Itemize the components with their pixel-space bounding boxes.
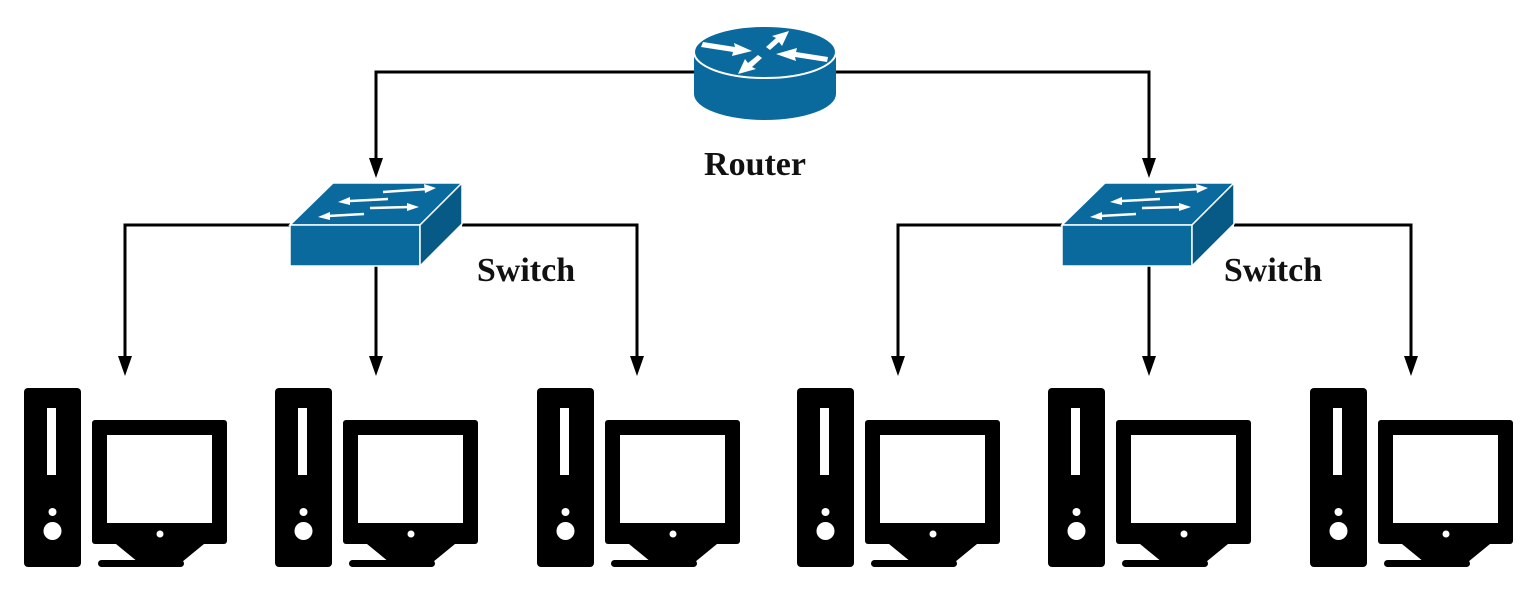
computers [24, 388, 1513, 567]
switch-right-label: Switch [1224, 252, 1322, 289]
arrowhead-pc-2 [369, 356, 383, 376]
switch-icon [1060, 181, 1236, 268]
desktop-computer-icon [275, 388, 478, 567]
desktop-computer-icon [1048, 388, 1251, 567]
arrowhead-pc-4 [891, 356, 905, 376]
arrowhead-pc-6 [1404, 356, 1418, 376]
arrowhead-pc-5 [1142, 356, 1156, 376]
link-router-switch-left [374, 70, 694, 160]
switch-icon [288, 181, 464, 268]
arrowhead-switch-left [369, 158, 383, 178]
desktop-computer-icon [537, 388, 740, 567]
router-icon [693, 25, 837, 120]
desktop-computer-icon [24, 388, 227, 567]
desktop-computer-icon [1310, 388, 1513, 567]
arrowhead-pc-1 [118, 356, 132, 376]
link-router-switch-right [836, 70, 1151, 160]
link-switch-right-pc-4 [896, 223, 1062, 358]
link-switch-left-pc-3 [462, 223, 639, 358]
link-switch-right-pc-6 [1234, 223, 1413, 358]
link-switch-left-pc-1 [123, 223, 290, 358]
arrowheads [118, 158, 1418, 376]
router-label: Router [704, 146, 806, 183]
desktop-computer-icon [797, 388, 1000, 567]
arrowhead-switch-right [1142, 158, 1156, 178]
connection-lines [123, 70, 1413, 358]
arrowhead-pc-3 [630, 356, 644, 376]
switch-left-label: Switch [477, 252, 575, 289]
